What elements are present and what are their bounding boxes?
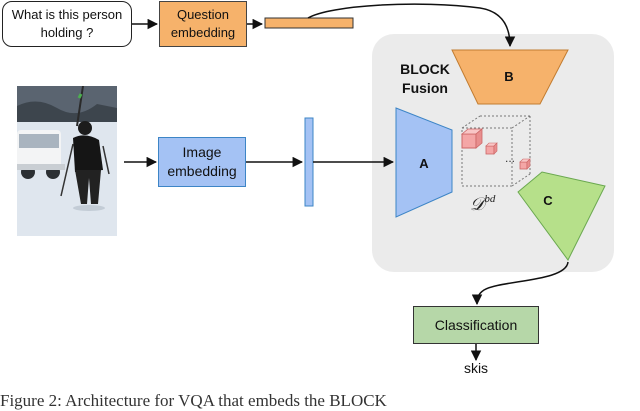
image-embedding-line-1: Image [182,144,222,160]
skier-photo-illustration [17,86,117,236]
core-block-3 [519,158,531,170]
factor-b-label: B [504,69,513,84]
figure-caption: Figure 2: Architecture for VQA that embe… [0,391,387,410]
block-fusion-line-1: BLOCK [400,61,450,77]
arrow-vector-to-b [307,3,516,48]
factor-c-shape [517,171,606,261]
core-block-2 [485,142,498,155]
question-embedding-box: Question embedding [159,1,247,47]
arrow-c-to-classification [471,261,569,306]
question-line-2: holding ? [40,25,94,40]
image-vector [304,117,314,207]
block-fusion-line-2: Fusion [402,80,448,96]
input-photo [17,86,117,236]
image-embedding-line-2: embedding [167,163,237,179]
tensor-superscript: bd [484,193,496,205]
question-vector [264,17,354,29]
tensor-dots: ... [505,151,515,165]
factor-a-label: A [419,156,429,171]
block-fusion-title: BLOCK Fusion [380,60,470,98]
factor-c-label: C [543,193,553,208]
factor-b-shape [451,49,569,105]
question-embedding-line-1: Question [176,7,230,22]
core-block-1 [460,128,484,149]
answer-label: skis [463,360,489,376]
image-embedding-box: Image embedding [158,137,246,187]
question-embedding-line-2: embedding [170,25,236,40]
classification-box: Classification [413,306,539,344]
factor-a-shape [395,107,453,218]
tensor-symbol: 𝒟 [470,194,488,214]
classification-label: Classification [434,317,518,333]
tensor-label: 𝒟bd [470,193,496,214]
question-box: What is this person holding ? [2,1,132,47]
question-line-1: What is this person [11,7,123,22]
